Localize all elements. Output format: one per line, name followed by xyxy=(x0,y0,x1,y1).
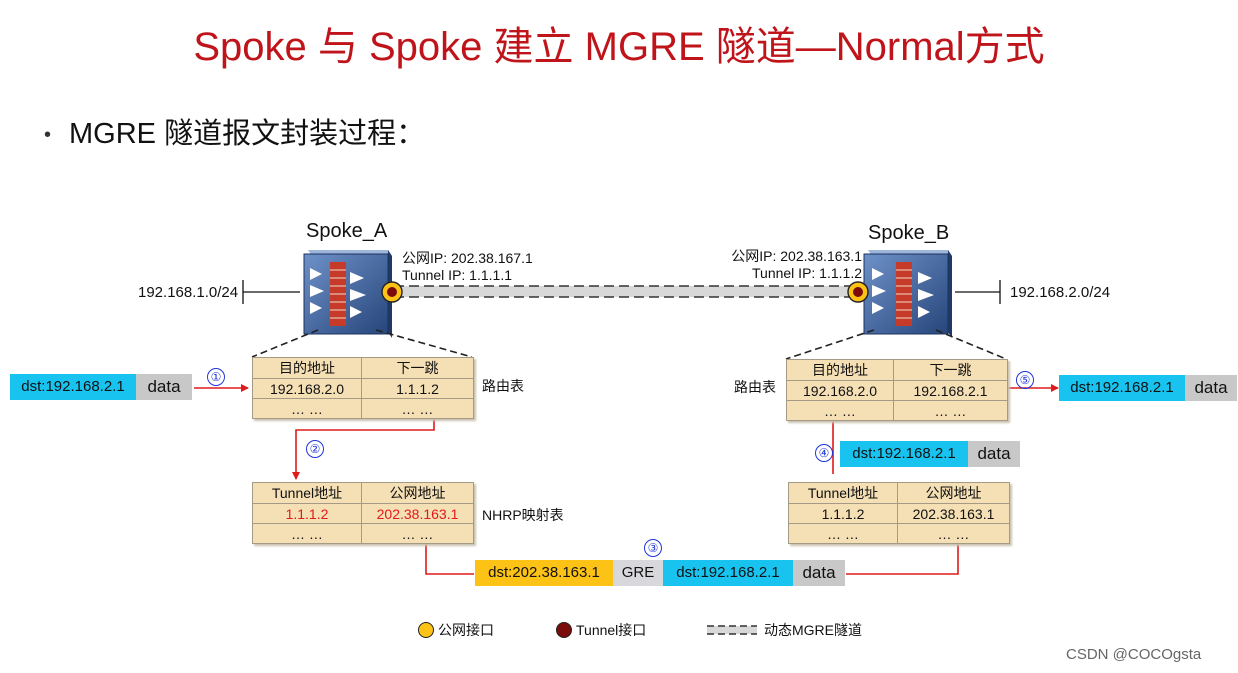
packet-5-data: data xyxy=(1185,375,1237,401)
packet-4: dst:192.168.2.1 data xyxy=(840,441,1020,467)
route-table-a-label: 路由表 xyxy=(482,378,524,394)
packet-3-data: data xyxy=(793,560,845,586)
route-b-cell: 192.168.2.0 xyxy=(787,380,894,401)
spoke-b-name: Spoke_B xyxy=(868,222,950,244)
tunnel-interface-icon xyxy=(556,622,572,638)
route-table-b-label: 路由表 xyxy=(734,379,776,395)
route-b-header-dest: 目的地址 xyxy=(787,360,894,381)
legend-public-label: 公网接口 xyxy=(438,622,494,638)
nhrp-a-header-tunnel: Tunnel地址 xyxy=(253,483,362,504)
mgre-tunnel xyxy=(394,285,856,298)
spoke-b-public-ip: 公网IP: 202.38.163.1 xyxy=(731,248,862,264)
packet-1: dst:192.168.2.1 data xyxy=(10,374,192,400)
packet-3-inner-dst: dst:192.168.2.1 xyxy=(663,560,793,586)
public-interface-icon-b xyxy=(847,281,869,303)
dashed-tunnel-icon xyxy=(707,625,757,635)
nhrp-b-cell: … … xyxy=(897,523,1009,543)
packet-5-dst: dst:192.168.2.1 xyxy=(1059,375,1185,401)
spoke-a-name: Spoke_A xyxy=(306,220,388,242)
packet-3-outer-dst: dst:202.38.163.1 xyxy=(475,560,613,586)
nhrp-a-cell: … … xyxy=(253,523,362,543)
packet-4-data: data xyxy=(968,441,1020,467)
lan-link-a xyxy=(242,280,300,304)
route-a-cell: 192.168.2.0 xyxy=(253,378,362,399)
spoke-a-ip-info: 公网IP: 202.38.167.1 Tunnel IP: 1.1.1.1 xyxy=(402,250,533,284)
packet-1-dst: dst:192.168.2.1 xyxy=(10,374,136,400)
nhrp-a-cell: 1.1.1.2 xyxy=(253,503,362,524)
nhrp-table-a-label: NHRP映射表 xyxy=(482,507,564,523)
route-a-cell: 1.1.1.2 xyxy=(361,378,473,399)
step-5-marker: ⑤ xyxy=(1016,371,1034,389)
nhrp-a-cell: 202.38.163.1 xyxy=(361,503,473,524)
legend-tunnel-interface: Tunnel接口 xyxy=(556,620,646,640)
spoke-b-ip-info: 公网IP: 202.38.163.1 Tunnel IP: 1.1.1.2 xyxy=(714,248,862,282)
bullet-dot: • xyxy=(44,123,52,146)
firewall-icon-spoke-a xyxy=(303,250,392,338)
lan-link-b xyxy=(955,280,1001,304)
lan-b-label: 192.168.2.0/24 xyxy=(1010,284,1111,301)
nhrp-b-header-public: 公网地址 xyxy=(897,483,1009,504)
callout-lines xyxy=(251,329,1007,360)
page-title: Spoke 与 Spoke 建立 MGRE 隧道—Normal方式 xyxy=(193,25,1045,69)
route-a-cell: … … xyxy=(361,398,473,418)
nhrp-a-cell: … … xyxy=(361,523,473,543)
spoke-a-tunnel-ip: Tunnel IP: 1.1.1.1 xyxy=(402,267,512,283)
legend-mgre-label: 动态MGRE隧道 xyxy=(764,622,862,638)
legend-public-interface: 公网接口 xyxy=(418,620,494,640)
nhrp-b-cell: … … xyxy=(789,523,898,543)
watermark: CSDN @COCOgsta xyxy=(1066,646,1202,663)
step-3-marker: ③ xyxy=(644,539,662,557)
step-4-marker: ④ xyxy=(815,444,833,462)
nhrp-b-cell: 1.1.1.2 xyxy=(789,503,898,524)
nhrp-a-header-public: 公网地址 xyxy=(361,483,473,504)
step-1-marker: ① xyxy=(207,368,225,386)
packet-1-data: data xyxy=(136,374,192,400)
public-interface-icon xyxy=(418,622,434,638)
packet-3-gre: GRE xyxy=(613,560,663,586)
route-b-header-nexthop: 下一跳 xyxy=(893,360,1007,381)
bullet-text: MGRE 隧道报文封装过程： xyxy=(69,118,426,150)
route-a-header-dest: 目的地址 xyxy=(253,358,362,379)
legend-mgre-tunnel: 动态MGRE隧道 xyxy=(706,620,862,640)
packet-3: dst:202.38.163.1 GRE dst:192.168.2.1 dat… xyxy=(475,560,845,586)
route-b-cell: 192.168.2.1 xyxy=(893,380,1007,401)
packet-4-dst: dst:192.168.2.1 xyxy=(840,441,968,467)
bullet-line: • MGRE 隧道报文封装过程： xyxy=(44,110,425,152)
spoke-a-public-ip: 公网IP: 202.38.167.1 xyxy=(402,250,533,266)
lan-a-label: 192.168.1.0/24 xyxy=(138,284,239,301)
spoke-b-tunnel-ip: Tunnel IP: 1.1.1.2 xyxy=(752,265,862,281)
nhrp-b-header-tunnel: Tunnel地址 xyxy=(789,483,898,504)
step-2-marker: ② xyxy=(306,440,324,458)
route-b-cell: … … xyxy=(893,400,1007,420)
public-interface-icon-a xyxy=(381,281,403,303)
packet-5: dst:192.168.2.1 data xyxy=(1059,375,1237,401)
firewall-icon-spoke-b xyxy=(863,250,952,338)
nhrp-b-cell: 202.38.163.1 xyxy=(897,503,1009,524)
route-a-cell: … … xyxy=(253,398,362,418)
route-a-header-nexthop: 下一跳 xyxy=(361,358,473,379)
legend-tunnel-label: Tunnel接口 xyxy=(576,622,647,638)
route-b-cell: … … xyxy=(787,400,894,420)
